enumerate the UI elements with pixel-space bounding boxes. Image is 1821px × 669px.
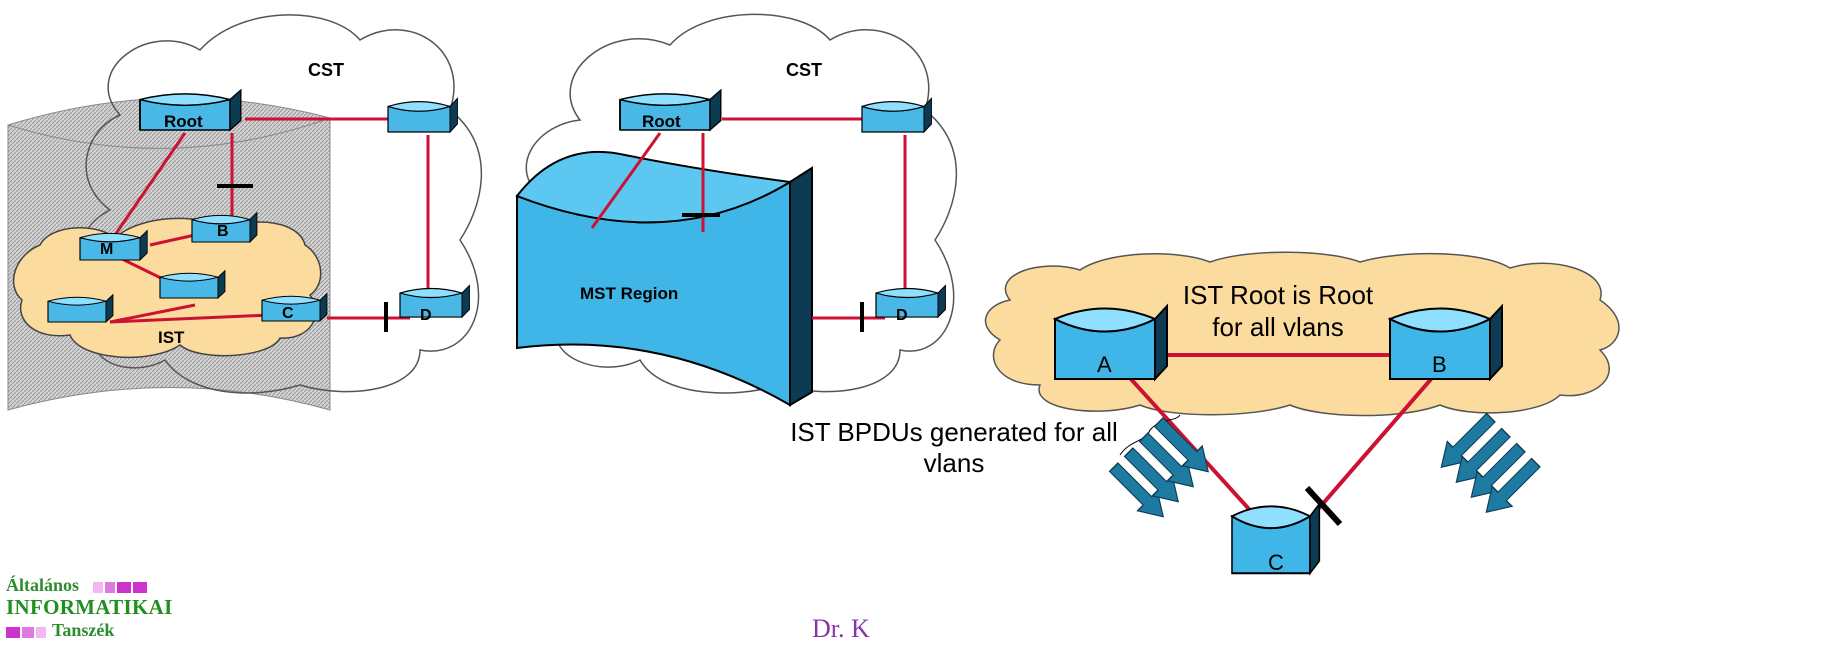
author-name: Dr. K	[812, 614, 870, 643]
svg-text:Root: Root	[164, 112, 203, 131]
diagram-2: CST MST Region Root D	[515, 13, 958, 407]
svg-text:B: B	[1432, 352, 1447, 377]
logo-square	[117, 581, 132, 593]
ist-root-text-2: for all vlans	[1212, 312, 1344, 342]
svg-text:D: D	[420, 307, 432, 324]
ist-label: IST	[158, 328, 185, 347]
dept-line-1: Általános	[6, 575, 80, 595]
logo-square	[6, 626, 20, 638]
switch-cst-top-right	[387, 97, 459, 133]
diagram1-links	[109, 117, 430, 324]
dept-line-3: Tanszék	[52, 620, 115, 640]
svg-text:D: D	[896, 307, 908, 324]
switch-b: B	[191, 211, 258, 243]
department-logo: Általános INFORMATIKAI Tanszék	[6, 575, 173, 642]
logo-square	[133, 581, 148, 593]
svg-text:M: M	[100, 241, 113, 258]
switch-b-3: B	[1389, 305, 1503, 380]
logo-square	[36, 626, 46, 638]
logo-square	[105, 581, 116, 593]
svg-text:A: A	[1097, 352, 1112, 377]
switch-c-3: C	[1231, 502, 1321, 575]
cst-label-2: CST	[786, 60, 822, 80]
svg-text:B: B	[217, 223, 229, 240]
switch-c: C	[261, 293, 328, 322]
bpdu-arrows-right	[1430, 407, 1547, 523]
cst-label: CST	[308, 60, 344, 80]
bpdu-text-1: IST BPDUs generated for all	[790, 417, 1118, 447]
svg-text:C: C	[282, 305, 294, 322]
diagram2-blocked-ports	[682, 213, 864, 332]
switch-d: D	[399, 284, 471, 324]
switch-cst-top-right-2	[861, 97, 933, 133]
diagram-1: CST Root M	[7, 14, 483, 411]
mst-region-label: MST Region	[580, 284, 678, 303]
switch-d-2: D	[875, 284, 947, 324]
diagram3-blocked-port	[1304, 485, 1343, 527]
switch-root-2: Root	[619, 89, 722, 131]
dept-line-2: INFORMATIKAI	[6, 595, 173, 619]
diagram-3: A B C IST Root is Root for all vlans IST…	[790, 251, 1620, 575]
logo-square	[93, 581, 104, 593]
mst-region: MST Region	[515, 150, 813, 407]
brace-left	[1119, 414, 1181, 456]
switch-root: Root	[139, 89, 242, 131]
switch-m: M	[79, 229, 148, 261]
diagram1-blocked-ports	[217, 184, 388, 332]
logo-square	[22, 626, 34, 638]
bpdu-text-2: vlans	[924, 448, 985, 478]
svg-text:C: C	[1268, 550, 1284, 575]
switch-a: A	[1054, 305, 1168, 380]
bpdu-arrows-left	[1103, 411, 1219, 528]
ist-root-text-1: IST Root is Root	[1183, 280, 1374, 310]
svg-text:Root: Root	[642, 112, 681, 131]
